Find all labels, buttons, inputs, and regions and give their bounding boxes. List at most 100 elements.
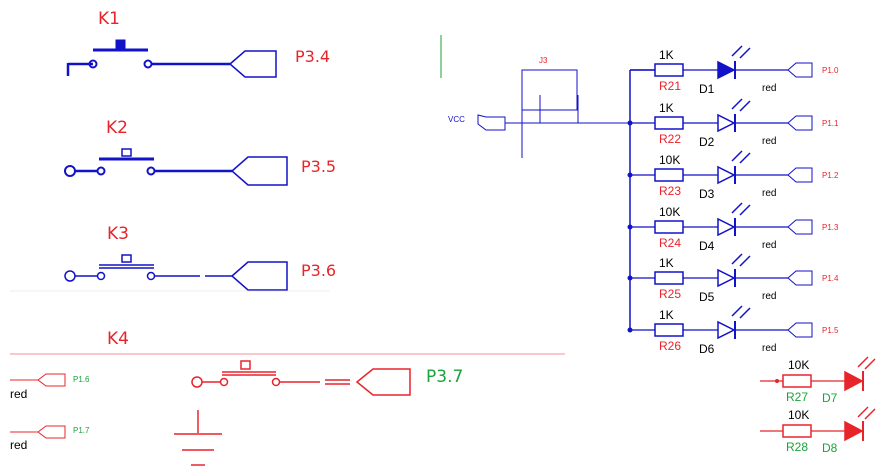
left-port-p17: red P1.7 [10, 425, 90, 452]
led-diode-D7 [844, 370, 864, 392]
ground-symbol [174, 410, 222, 466]
resistor-value: 1K [659, 48, 674, 62]
section-divider [10, 290, 565, 355]
resistor-value: 10K [788, 408, 809, 422]
resistor-value: 10K [659, 153, 680, 167]
diode-ref: D2 [699, 135, 715, 149]
resistor-R27 [782, 374, 812, 388]
resistor-R26 [654, 323, 684, 337]
resistor-R28 [782, 424, 812, 438]
switch-k2[interactable]: K2 P3.5 [64, 118, 336, 186]
switch-k1-label: K1 [98, 9, 120, 29]
port-p37-label: P3.7 [426, 367, 463, 387]
led-emission-arrow [857, 406, 869, 418]
led-emission-arrow [731, 150, 743, 162]
led-diode-D3 [717, 165, 736, 185]
vcc-block: VCC J3 [440, 35, 630, 158]
led-row-1: 1K R21 D1 red P1.0 [630, 45, 839, 96]
resistor-R22 [654, 116, 684, 130]
header-j3-label: J3 [539, 56, 548, 65]
port-label: P1.2 [822, 171, 839, 180]
diode-color: red [762, 136, 776, 147]
led-diode-D2 [717, 113, 736, 133]
extra-led-row-1: 10K R27 D7 [760, 356, 876, 405]
led-diode-D5 [717, 268, 736, 288]
port-connector [787, 219, 813, 235]
port-label: P1.5 [822, 326, 839, 335]
port-connector [787, 62, 813, 78]
diode-ref: D4 [699, 239, 715, 253]
led-diode-D6 [717, 320, 736, 340]
switch-k4-symbol [191, 360, 411, 396]
port-p35-label: P3.5 [301, 157, 336, 176]
left-port-p16-label: P1.6 [73, 375, 90, 384]
resistor-value: 1K [659, 308, 674, 322]
led-emission-arrow [731, 305, 743, 317]
resistor-ref: R24 [659, 236, 681, 250]
resistor-ref: R23 [659, 184, 681, 198]
vcc-label: VCC [448, 115, 465, 124]
led-row-6: 1K R26 D6 red P1.5 [627, 305, 839, 356]
port-label: P1.0 [822, 66, 839, 75]
diode-ref: D1 [699, 82, 715, 96]
switch-k3[interactable]: K3 P3.6 [64, 224, 336, 291]
port-label: P1.4 [822, 274, 839, 283]
resistor-R21 [654, 63, 684, 77]
port-label: P1.3 [822, 223, 839, 232]
extra-led-row-2: 10K R28 D8 [760, 406, 876, 455]
port-connector [787, 167, 813, 183]
resistor-R23 [654, 168, 684, 182]
switch-k4[interactable]: K4 P3.7 [107, 329, 463, 396]
diode-ref: D5 [699, 290, 715, 304]
resistor-ref: R28 [786, 440, 808, 454]
switch-k2-symbol [64, 148, 288, 186]
resistor-value: 10K [788, 358, 809, 372]
switch-k1-symbol [66, 39, 277, 78]
led-emission-arrow [731, 202, 743, 214]
port-connector [787, 322, 813, 338]
port-connector [787, 270, 813, 286]
diode-color: red [762, 83, 776, 94]
diode-color: red [762, 188, 776, 199]
switch-k4-label: K4 [107, 329, 129, 349]
diode-color: red [762, 291, 776, 302]
resistor-value: 10K [659, 205, 680, 219]
led-row-3: 10K R23 D3 red P1.2 [627, 150, 839, 201]
led-row-2: 1K R22 D2 red P1.1 [627, 98, 839, 149]
diode-ref: D6 [699, 342, 715, 356]
switch-k1[interactable]: K1 P3.4 [66, 9, 330, 78]
left-port-p16: red P1.6 [10, 373, 90, 401]
resistor-value: 1K [659, 256, 674, 270]
diode-color: red [762, 343, 776, 354]
led-row-5: 1K R25 D5 red P1.4 [627, 253, 839, 304]
led-diode-D8 [844, 420, 864, 442]
svg-text:red: red [10, 387, 27, 401]
resistor-ref: R21 [659, 79, 681, 93]
port-label: P1.1 [822, 119, 839, 128]
led-emission-arrow [857, 356, 869, 368]
resistor-ref: R25 [659, 287, 681, 301]
diode-ref: D7 [822, 391, 838, 405]
left-port-p17-label: P1.7 [73, 426, 90, 435]
led-diode-D1 [717, 60, 736, 80]
led-diode-D4 [717, 217, 736, 237]
junction-dot [775, 379, 779, 383]
switch-k3-label: K3 [107, 224, 129, 244]
resistor-ref: R26 [659, 339, 681, 353]
switch-k2-label: K2 [106, 118, 128, 138]
port-connector [787, 115, 813, 131]
resistor-ref: R22 [659, 132, 681, 146]
port-p36-label: P3.6 [301, 261, 336, 280]
resistor-value: 1K [659, 101, 674, 115]
extra-led-rows: 10K R27 D7 10K R28 D8 [760, 356, 876, 455]
resistor-ref: R27 [786, 390, 808, 404]
led-emission-arrow [731, 45, 743, 57]
resistor-R25 [654, 271, 684, 285]
led-emission-arrow [731, 98, 743, 110]
diode-ref: D8 [822, 441, 838, 455]
svg-text:red: red [10, 438, 27, 452]
port-p34-label: P3.4 [295, 47, 330, 66]
diode-ref: D3 [699, 187, 715, 201]
